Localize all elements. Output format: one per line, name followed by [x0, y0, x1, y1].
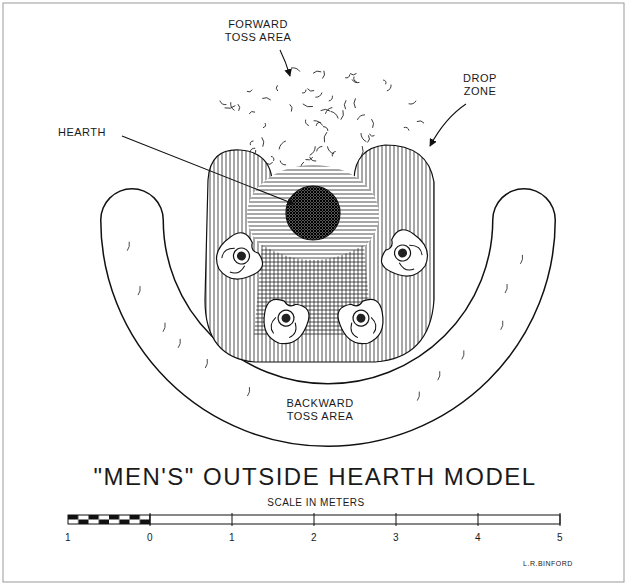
- scale-tick: [314, 513, 315, 526]
- debris-stroke: [314, 121, 323, 126]
- scale-tick: [560, 513, 561, 526]
- debris-stroke: [350, 73, 356, 75]
- debris-stroke: [247, 387, 249, 396]
- debris-stroke: [310, 157, 317, 161]
- debris-stroke: [345, 74, 350, 77]
- debris-stroke: [302, 90, 306, 93]
- seated-figure: [377, 226, 436, 286]
- debris-stroke: [322, 71, 324, 79]
- debris-stroke: [303, 104, 313, 107]
- debris-stroke: [316, 122, 321, 125]
- scale-tick: [478, 513, 479, 526]
- area-label: BACKWARD TOSS AREA: [274, 397, 366, 422]
- debris-stroke: [163, 323, 165, 332]
- debris-stroke: [321, 109, 331, 111]
- band-debris: [127, 242, 522, 401]
- debris-stroke: [505, 284, 507, 293]
- hearth: [286, 186, 340, 240]
- debris-stroke: [263, 123, 266, 128]
- debris-stroke: [329, 96, 333, 101]
- debris-stroke: [262, 98, 270, 100]
- debris-stroke: [501, 321, 503, 330]
- debris-stroke: [404, 127, 409, 130]
- scale-bar-checker: [68, 515, 150, 524]
- debris-stroke: [290, 104, 292, 111]
- scale-number: 5: [557, 532, 563, 544]
- debris-stroke: [225, 106, 236, 109]
- debris-stroke: [383, 80, 386, 84]
- debris-stroke: [462, 350, 464, 359]
- seated-figure: [335, 297, 389, 349]
- seated-figure: [258, 297, 312, 349]
- scale-number: 1: [229, 532, 235, 544]
- debris-stroke: [324, 132, 327, 142]
- debris-stroke: [354, 98, 356, 108]
- debris-stroke: [279, 141, 286, 149]
- debris-stroke: [341, 110, 344, 119]
- debris-stroke: [178, 339, 180, 348]
- debris-stroke: [262, 137, 264, 146]
- author-signature: L.R.BINFORD: [523, 560, 573, 568]
- debris-stroke: [417, 121, 424, 123]
- debris-stroke: [371, 119, 373, 128]
- diagram-title: "MEN'S" OUTSIDE HEARTH MODEL: [93, 463, 536, 491]
- scale-number: 0: [147, 532, 153, 544]
- scale-tick: [232, 513, 233, 526]
- debris-stroke: [409, 101, 416, 104]
- debris-stroke: [387, 85, 391, 91]
- debris-stroke: [276, 85, 278, 91]
- debris-stroke: [250, 141, 253, 145]
- debris-stroke: [315, 93, 322, 98]
- debris-stroke: [249, 111, 255, 113]
- debris-stroke: [313, 71, 321, 73]
- leader-line: [122, 136, 294, 204]
- debris-stroke: [417, 392, 419, 401]
- debris-stroke: [307, 89, 314, 92]
- leader-line: [280, 50, 290, 76]
- debris-stroke: [370, 134, 375, 136]
- scale-caption: SCALE IN METERS: [267, 497, 365, 509]
- debris-stroke: [327, 146, 334, 153]
- debris-stroke: [247, 90, 252, 92]
- debris-stroke: [305, 120, 308, 126]
- debris-stroke: [271, 156, 274, 161]
- debris-stroke: [138, 286, 140, 295]
- debris-stroke: [238, 104, 240, 111]
- scale-number: 2: [311, 532, 317, 544]
- scale-tick: [150, 513, 151, 526]
- debris-stroke: [368, 135, 370, 142]
- area-label: FORWARD TOSS AREA: [212, 18, 304, 43]
- debris-stroke: [323, 127, 328, 131]
- debris-stroke: [357, 115, 365, 120]
- debris-stroke: [325, 108, 332, 114]
- leader-line: [430, 104, 466, 146]
- debris-stroke: [361, 133, 366, 142]
- scale-ticks: [150, 513, 560, 526]
- debris-stroke: [127, 242, 129, 251]
- scale-number: 4: [475, 532, 481, 544]
- scale-tick: [396, 513, 397, 526]
- debris-stroke: [354, 77, 357, 82]
- debris-stroke: [438, 371, 440, 380]
- debris-stroke: [310, 146, 316, 155]
- debris-stroke: [317, 146, 323, 151]
- debris-stroke: [220, 101, 227, 105]
- scale-number: 1: [65, 532, 71, 544]
- scale-number: 3: [393, 532, 399, 544]
- debris-stroke: [205, 359, 207, 368]
- debris-stroke: [344, 100, 346, 109]
- seated-figure: [208, 229, 267, 289]
- debris-stroke: [291, 68, 300, 72]
- scale-bar: [150, 515, 560, 524]
- debris-stroke: [331, 111, 339, 118]
- debris-stroke: [280, 161, 286, 165]
- frame: [3, 3, 624, 582]
- debris-stroke: [520, 255, 522, 264]
- area-label: DROP ZONE: [450, 72, 510, 97]
- area-label: HEARTH: [58, 126, 106, 139]
